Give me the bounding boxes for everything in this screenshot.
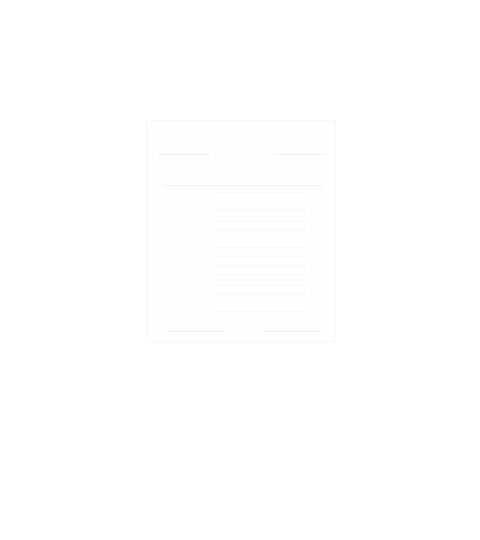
list-item [183, 205, 323, 214]
dot-leader [217, 283, 305, 285]
dot-leader [217, 237, 305, 239]
dot-leader [217, 274, 305, 276]
dot-leader [217, 210, 305, 212]
table-header [163, 175, 323, 185]
dot-leader [217, 256, 305, 258]
dot-leader [217, 320, 305, 322]
list-item [183, 242, 323, 251]
dot-leader [217, 302, 305, 304]
document-sheet [146, 120, 336, 342]
header-divider [163, 185, 323, 186]
dot-leader [217, 192, 305, 193]
list-item [183, 196, 323, 205]
list-item [183, 187, 323, 196]
list-item [183, 215, 323, 224]
footer-rule-right [261, 331, 321, 332]
list-item [183, 251, 323, 260]
list-item [183, 297, 323, 306]
dot-leader [217, 265, 305, 267]
list-item [183, 288, 323, 297]
list-item [183, 270, 323, 279]
dot-leader [217, 247, 305, 249]
title-rule-right [275, 154, 325, 155]
footer-row [167, 327, 321, 335]
dot-leader [217, 228, 305, 230]
title-row [159, 147, 325, 161]
dot-leader [217, 311, 305, 313]
list-item [183, 233, 323, 242]
title-rule-left [159, 154, 209, 155]
dot-leader [217, 219, 305, 221]
dot-leader [217, 293, 305, 295]
list-item [183, 261, 323, 270]
list-item [183, 224, 323, 233]
footer-rule-left [167, 331, 227, 332]
list-item [183, 316, 323, 325]
dot-leader [217, 201, 305, 203]
list-item [183, 306, 323, 315]
entry-list [183, 187, 323, 325]
list-item [183, 279, 323, 288]
